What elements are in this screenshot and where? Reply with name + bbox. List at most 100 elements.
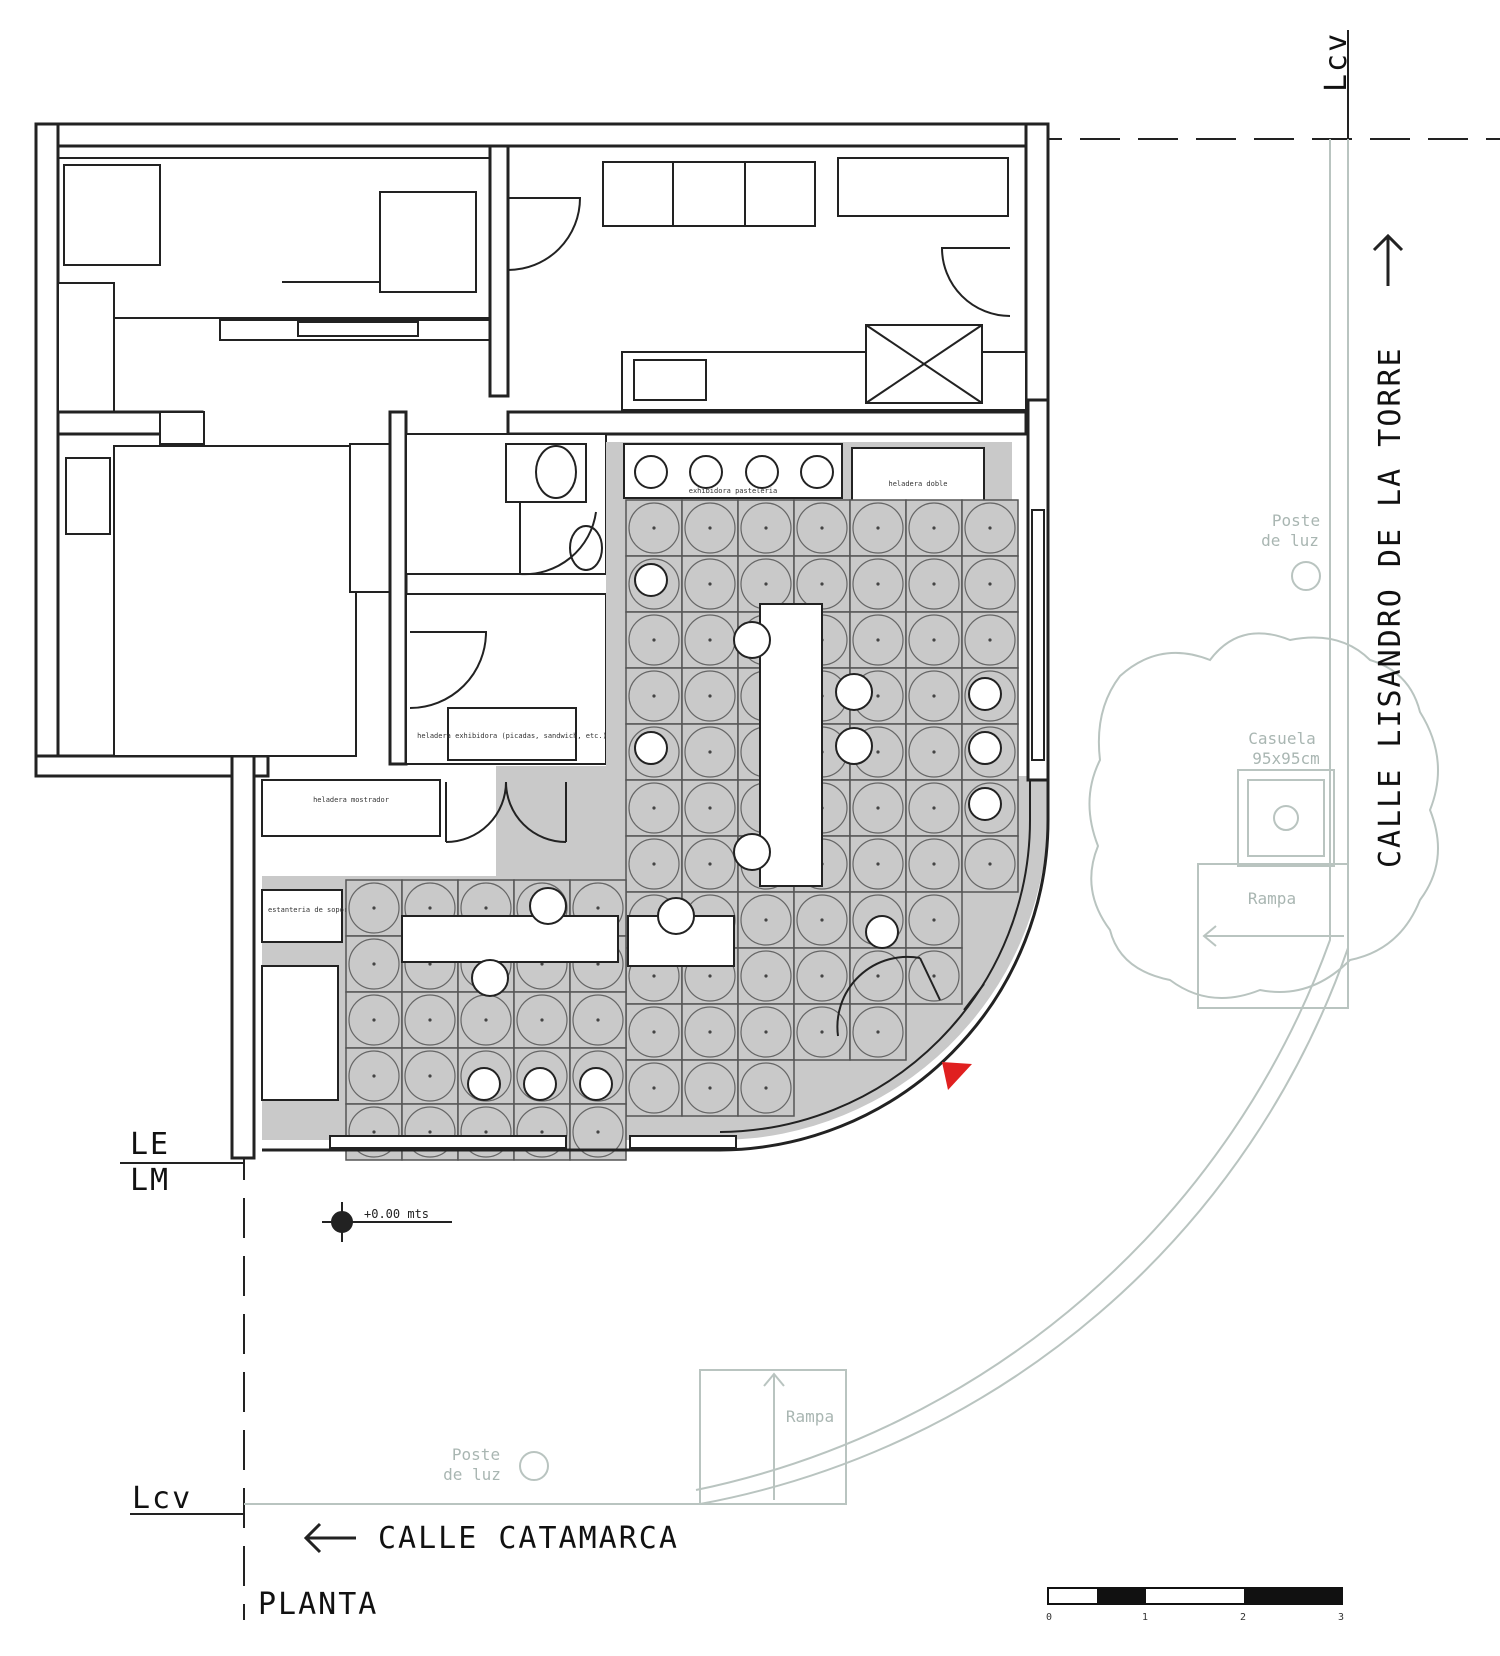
floor-tile-circle: [684, 726, 736, 778]
floor-tile-dot: [428, 1130, 432, 1134]
floor-tile-circle: [516, 994, 568, 1046]
kitchen-cabinet-2: [672, 161, 746, 227]
floor-tile-circle: [908, 670, 960, 722]
scale-tick: 2: [1240, 1612, 1246, 1623]
scale-tick: 3: [1338, 1612, 1344, 1623]
floor-tile-dot: [820, 918, 824, 922]
floor-tile-circle: [404, 1050, 456, 1102]
stool: [968, 677, 1002, 711]
poste-south-line2: de luz: [443, 1465, 501, 1484]
stool: [968, 787, 1002, 821]
floor-tile-dot: [708, 582, 712, 586]
floor-tile-dot: [540, 962, 544, 966]
floor-tile-dot: [708, 1086, 712, 1090]
floor-tile-dot: [596, 1130, 600, 1134]
floor-tile-dot: [876, 526, 880, 530]
floor-tile-circle: [628, 558, 680, 610]
floor-tile-circle: [628, 614, 680, 666]
floor-tile-dot: [708, 806, 712, 810]
floor-tile-dot: [876, 806, 880, 810]
scale-bar-seg: [1097, 1588, 1146, 1604]
entrance-door: [836, 955, 985, 1037]
floor-tile-dot: [820, 582, 824, 586]
floor-tile-dot: [932, 862, 936, 866]
kitchen-door: [507, 197, 582, 271]
floor-tile-circle: [852, 838, 904, 890]
floor-tile-dot: [372, 1074, 376, 1078]
kitchen-side-door: [940, 247, 1011, 317]
stool: [634, 563, 668, 597]
bathroom-door: [519, 502, 597, 576]
floor-tile-circle: [516, 1106, 568, 1158]
lm-label: LM: [130, 1163, 170, 1198]
floor-tile-circle: [740, 1062, 792, 1114]
window-east: [1031, 509, 1045, 761]
casuela-pit: [1237, 769, 1335, 867]
person: [865, 915, 899, 949]
heladera-mostrador: [261, 779, 441, 837]
rampa-east-label: Rampa: [1248, 889, 1296, 908]
east-wall-back: [1024, 122, 1050, 416]
stool: [634, 455, 668, 489]
heladera-exhibidora: [447, 707, 577, 761]
floor-tile-dot: [932, 918, 936, 922]
poste-east-icon: [1291, 561, 1321, 591]
floor-tile-dot: [652, 638, 656, 642]
floor-tile-dot: [988, 526, 992, 530]
storage-door: [409, 631, 488, 709]
floor-tile-circle: [460, 1050, 512, 1102]
floor-tile-dot: [708, 974, 712, 978]
bar-counter-left: [401, 915, 619, 963]
floor-tile-circle: [628, 1006, 680, 1058]
floor-tile-circle: [628, 782, 680, 834]
floor-tile-dot: [596, 962, 600, 966]
floor-tile-dot: [932, 974, 936, 978]
floor-tile-circle: [684, 782, 736, 834]
north-wall: [34, 122, 1050, 148]
street-south-label: CALLE CATAMARCA: [378, 1521, 679, 1556]
floor-tile-dot: [428, 1018, 432, 1022]
floor-tile-dot: [988, 582, 992, 586]
person: [733, 621, 771, 659]
floor-tile-circle: [628, 838, 680, 890]
floor-tile-dot: [596, 906, 600, 910]
side-shelves: [261, 965, 339, 1101]
floor-tile-dot: [876, 974, 880, 978]
rampa-east: [1197, 863, 1349, 1009]
floor-tile-circle: [964, 670, 1016, 722]
floor-tile-dot: [764, 1086, 768, 1090]
stool: [745, 455, 779, 489]
sw-pillar: [230, 754, 256, 1160]
person: [835, 673, 873, 711]
floor-tile-dot: [764, 974, 768, 978]
casuela-tree-icon: [1273, 805, 1299, 831]
floor-tile-dot: [708, 1030, 712, 1034]
estanteria: [261, 889, 343, 943]
floor-tile-dot: [876, 1030, 880, 1034]
floor-tile-circle: [628, 726, 680, 778]
floor-tile-circle: [684, 502, 736, 554]
floor-tile-circle: [628, 502, 680, 554]
floor-tile-dot: [708, 694, 712, 698]
scale-bar-seg: [1244, 1588, 1342, 1604]
floor-tile-circle: [404, 994, 456, 1046]
floor-tile-circle: [964, 614, 1016, 666]
floor-tile-circle: [740, 502, 792, 554]
floor-tile-dot: [876, 694, 880, 698]
floor-tile-dot: [932, 694, 936, 698]
person: [529, 887, 567, 925]
floor-tile-dot: [820, 1030, 824, 1034]
stool: [689, 455, 723, 489]
curved-facade-inner: [719, 776, 1031, 1133]
floor-tile-circle: [516, 1050, 568, 1102]
entrance-marker: [942, 1062, 972, 1090]
floor-tile-dot: [932, 806, 936, 810]
side-wardrobe: [57, 282, 115, 414]
floor-tile-circle: [684, 670, 736, 722]
floor-tile-dot: [540, 1018, 544, 1022]
floor-tile-circle: [908, 502, 960, 554]
person: [733, 833, 771, 871]
stool: [579, 1067, 613, 1101]
cooktop: [65, 457, 111, 535]
floor-tile-dot: [428, 1074, 432, 1078]
